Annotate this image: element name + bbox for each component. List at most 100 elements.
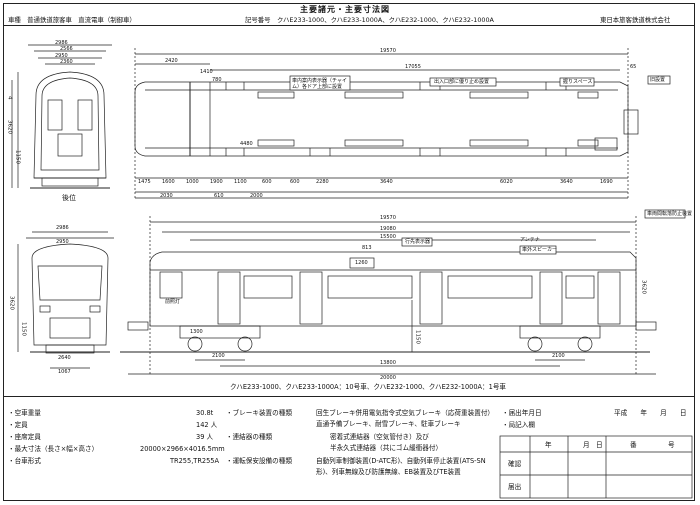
device-label-coupler: ・連結器の種類	[226, 433, 273, 441]
plan-label-vendor: 旧設置	[650, 77, 666, 83]
plan-dim-1000: 1000	[186, 179, 199, 185]
fv-dim-1150: 1150	[20, 322, 27, 336]
spec-value-bogie: TR255,TR255A	[170, 457, 219, 465]
side-dim-1260: 1260	[355, 260, 368, 266]
side-label-loud: 車外スピーカー	[522, 247, 558, 253]
registry-row-filed: 届出	[508, 483, 522, 491]
plan-label-priority: 出入口部に優り止め設置	[434, 79, 490, 85]
plan-label-handle: 握りスペース	[563, 79, 593, 85]
cs-dim-2566: 2566	[60, 46, 73, 52]
plan-dim-1690: 1690	[600, 179, 613, 185]
side-dim-1300: 1300	[190, 329, 203, 335]
vehicle-type-label: 車種 普通鉄道旅客車 直流電車（制御車）	[8, 16, 136, 24]
registry-header-day: 日	[596, 441, 603, 449]
plan-view	[134, 48, 686, 219]
plan-dim-4480: 4480	[240, 141, 253, 147]
plan-dim-600a: 600	[262, 179, 272, 185]
cs-dim-1150: 1150	[14, 150, 21, 164]
registry-table-lines	[499, 435, 693, 499]
plan-label-chime: 車内案内表示器（チャイム）各ドア上部に設置	[292, 78, 347, 90]
registry-date-label: ・届出年月日	[502, 409, 542, 417]
sheet-frame	[3, 3, 695, 501]
side-dim-1150: 1150	[414, 330, 421, 344]
spec-rule	[3, 396, 695, 397]
plan-dim-1100: 1100	[234, 179, 247, 185]
cs-dim-2986: 2986	[55, 40, 68, 46]
side-dim-overall: 19570	[380, 215, 396, 221]
plan-dim-1600: 1600	[162, 179, 175, 185]
device-label-brake: ・ブレーキ装置の種類	[226, 409, 292, 417]
plan-dim-left-c: 780	[212, 77, 222, 83]
device-value-brake: 回生ブレーキ併用電気指令式空気ブレーキ（応荷重装置付）	[316, 409, 495, 417]
fv-dim-1067: 1067	[58, 369, 71, 375]
spec-label-capacity: ・定員	[8, 421, 28, 429]
kigo-value: クハE233-1000、クハE233-1000A、クハE232-1000、クハE…	[276, 16, 494, 24]
plan-dim-left-a: 2420	[165, 58, 178, 64]
kigo-label: 記号番号	[245, 16, 271, 24]
plan-dim-3640b: 3640	[560, 179, 573, 185]
registry-header-ban: 番	[630, 441, 637, 449]
sheet-title: 主要諸元・主要寸法図	[300, 5, 390, 14]
device-value-brake-2: 直通予備ブレーキ、耐雪ブレーキ、駐車ブレーキ	[316, 420, 461, 428]
fv-dim-3620: 3620	[8, 296, 15, 310]
registry-header-month: 月	[583, 441, 590, 449]
side-dim-3620: 3620	[640, 280, 647, 294]
plan-dim-1900: 1900	[210, 179, 223, 185]
plan-label-dest: 車両間転落防止装置	[647, 211, 693, 217]
registry-date-value: 平成 年 月 日	[614, 409, 687, 417]
front-view	[17, 231, 114, 369]
fv-dim-2640: 2640	[58, 355, 71, 361]
cs-dim-3620: 3620	[6, 120, 13, 134]
spec-value-weight: 30.8t	[196, 409, 214, 417]
spec-label-dimensions: ・最大寸法（長さ×幅×高さ）	[8, 445, 99, 453]
company-name: 東日本旅客鉄道株式会社	[600, 16, 671, 24]
side-dim-13800: 13800	[380, 360, 396, 366]
registry-header-go: 号	[668, 441, 675, 449]
plan-dim-right-a: 65	[630, 64, 637, 70]
side-dim-15500: 15500	[380, 234, 396, 240]
rear-cross-section	[11, 44, 112, 189]
plan-dim-2030: 2030	[160, 193, 173, 199]
side-dim-2100a: 2100	[212, 353, 225, 359]
figure-caption: クハE233-1000、クハE233-1000A：10号車、クハE232-100…	[230, 383, 507, 391]
spec-label-bogie: ・台車形式	[8, 457, 41, 465]
plan-dim-610: 610	[214, 193, 224, 199]
device-value-coupler-2: 半永久式連結器（共にゴム緩衝器付）	[330, 444, 443, 452]
plan-dim-body-inner: 17055	[405, 64, 421, 70]
plan-dim-3640: 3640	[380, 179, 393, 185]
plan-dim-overall: 19570	[380, 48, 396, 54]
registry-record-label: ・局記入欄	[502, 421, 535, 429]
spec-value-dimensions: 20000×2966×4016.5mm	[140, 445, 225, 453]
plan-dim-2280: 2280	[316, 179, 329, 185]
device-value-safety: 自動列車制御装置(D-ATC形)、自動列車停止装置(ATS-SN	[316, 457, 486, 465]
plan-dim-2000: 2000	[250, 193, 263, 199]
spec-value-seats: 39 人	[196, 433, 214, 441]
side-dim-2100b: 2100	[552, 353, 565, 359]
side-dim-813: 813	[362, 245, 372, 251]
plan-dim-600b: 600	[290, 179, 300, 185]
side-view	[120, 216, 657, 376]
side-label-ptn: 前照灯	[165, 299, 181, 305]
side-label-dest: 行先表示器	[405, 239, 431, 245]
side-dim-20000: 20000	[380, 375, 396, 381]
spec-value-capacity: 142 人	[196, 421, 218, 429]
plan-dim-1475: 1475	[138, 179, 151, 185]
plan-dim-6020: 6020	[500, 179, 513, 185]
header-rule	[3, 25, 695, 26]
cs-dim-4: 4	[6, 96, 13, 100]
plan-dim-left-b: 1410	[200, 69, 213, 75]
side-dim-19080: 19080	[380, 226, 396, 232]
cs-label-rear: 後位	[62, 194, 76, 202]
registry-row-confirm: 確認	[508, 460, 522, 468]
cs-dim-2950: 2950	[55, 53, 68, 59]
device-value-safety-2: 形)、列車無線及び防護無線、EB装置及びTE装置	[316, 468, 461, 476]
device-value-coupler: 密着式連結器（空気管付き）及び	[330, 433, 429, 441]
side-label-antenna: アンテナ	[520, 237, 540, 243]
cs-dim-2360: 2360	[60, 59, 73, 65]
kigo-row: 記号番号 クハE233-1000、クハE233-1000A、クハE232-100…	[245, 17, 494, 23]
registry-header-year: 年	[545, 441, 552, 449]
spec-label-seats: ・座席定員	[8, 433, 41, 441]
fv-dim-2950: 2950	[56, 239, 69, 245]
